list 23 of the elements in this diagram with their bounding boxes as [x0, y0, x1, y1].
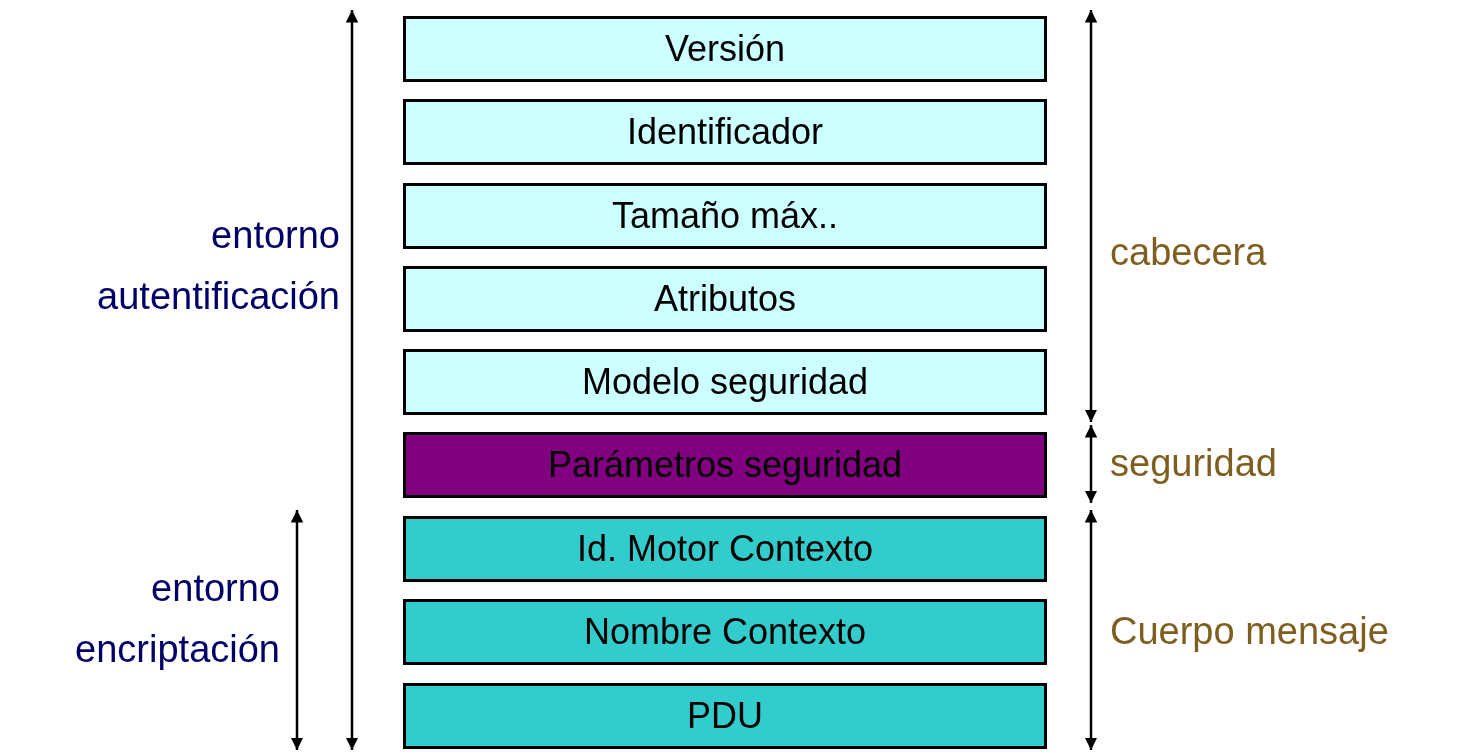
field-box — [403, 516, 1047, 582]
bracket-label: cabecera — [1110, 230, 1268, 275]
field-box — [403, 16, 1047, 82]
bracket-label: seguridad — [1110, 441, 1278, 486]
field-box — [403, 599, 1047, 665]
bracket-label: Cuerpo mensaje — [1110, 609, 1390, 654]
field-name: Id. Motor Contexto — [576, 528, 874, 570]
bracket-label: entorno encriptación — [74, 566, 280, 672]
field-name: Atributos — [653, 278, 797, 320]
field-name: Identificador — [626, 111, 824, 153]
field-box — [403, 266, 1047, 332]
field-name: Parámetros seguridad — [547, 444, 903, 486]
field-box — [403, 349, 1047, 415]
field-box — [403, 99, 1047, 165]
field-name: Versión — [664, 28, 786, 70]
field-box — [403, 432, 1047, 498]
field-name: PDU — [687, 695, 763, 737]
bracket-label: entorno autentificación — [96, 213, 340, 319]
field-box — [403, 683, 1047, 749]
field-box — [403, 183, 1047, 249]
field-name: Modelo seguridad — [581, 361, 869, 403]
field-name: Nombre Contexto — [583, 611, 867, 653]
field-name: Tamaño máx.. — [611, 195, 839, 237]
